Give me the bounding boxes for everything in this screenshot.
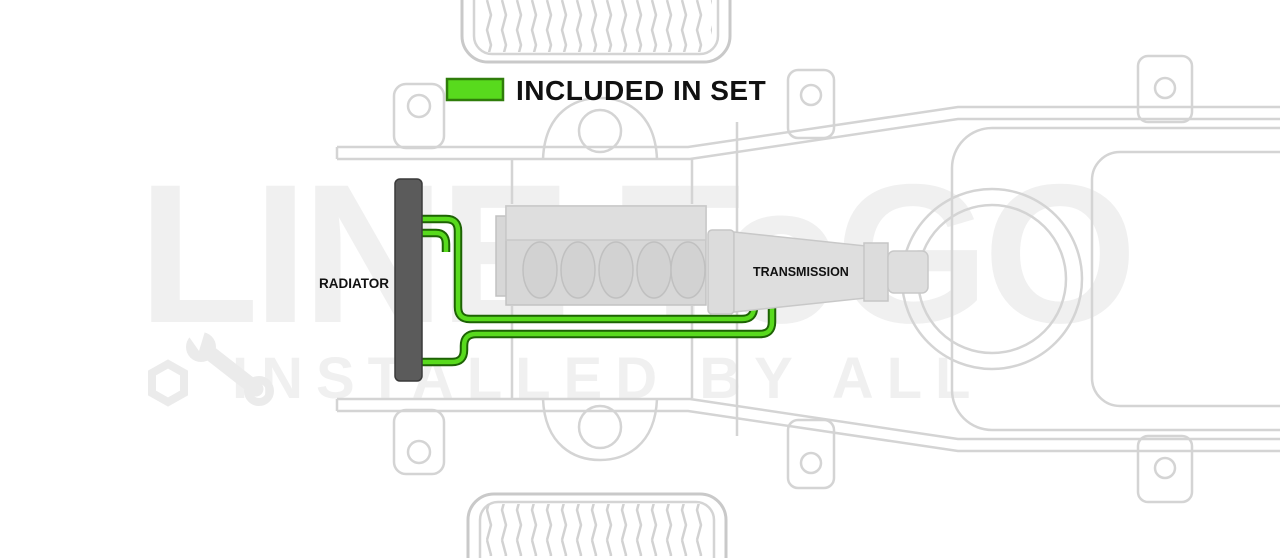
transmission-label: TRANSMISSION xyxy=(753,265,849,279)
chassis-outline xyxy=(335,0,1280,558)
radiator-body xyxy=(394,178,423,382)
legend-swatch xyxy=(445,77,505,102)
cooler-lines xyxy=(422,214,777,367)
bottom-tire xyxy=(466,492,728,558)
watermark-tagline: INSTALLED BY ALL xyxy=(232,346,983,411)
cooler-line-lower xyxy=(422,292,775,365)
transmission xyxy=(707,229,929,315)
top-tire xyxy=(460,0,732,64)
legend-label: INCLUDED IN SET xyxy=(516,75,766,106)
shackle-brackets xyxy=(392,54,1194,504)
radiator-label: RADIATOR xyxy=(319,276,389,291)
cooler-line-upper xyxy=(422,216,757,322)
cooler-line-stub xyxy=(422,230,449,252)
engine xyxy=(495,205,707,306)
center-crossmember-arches xyxy=(541,96,659,462)
component-labels: RADIATOR TRANSMISSION xyxy=(319,265,849,291)
wrench-icon xyxy=(148,328,274,407)
engine-cylinders xyxy=(522,241,706,299)
radiator xyxy=(394,178,423,382)
legend: INCLUDED IN SET xyxy=(445,75,766,106)
